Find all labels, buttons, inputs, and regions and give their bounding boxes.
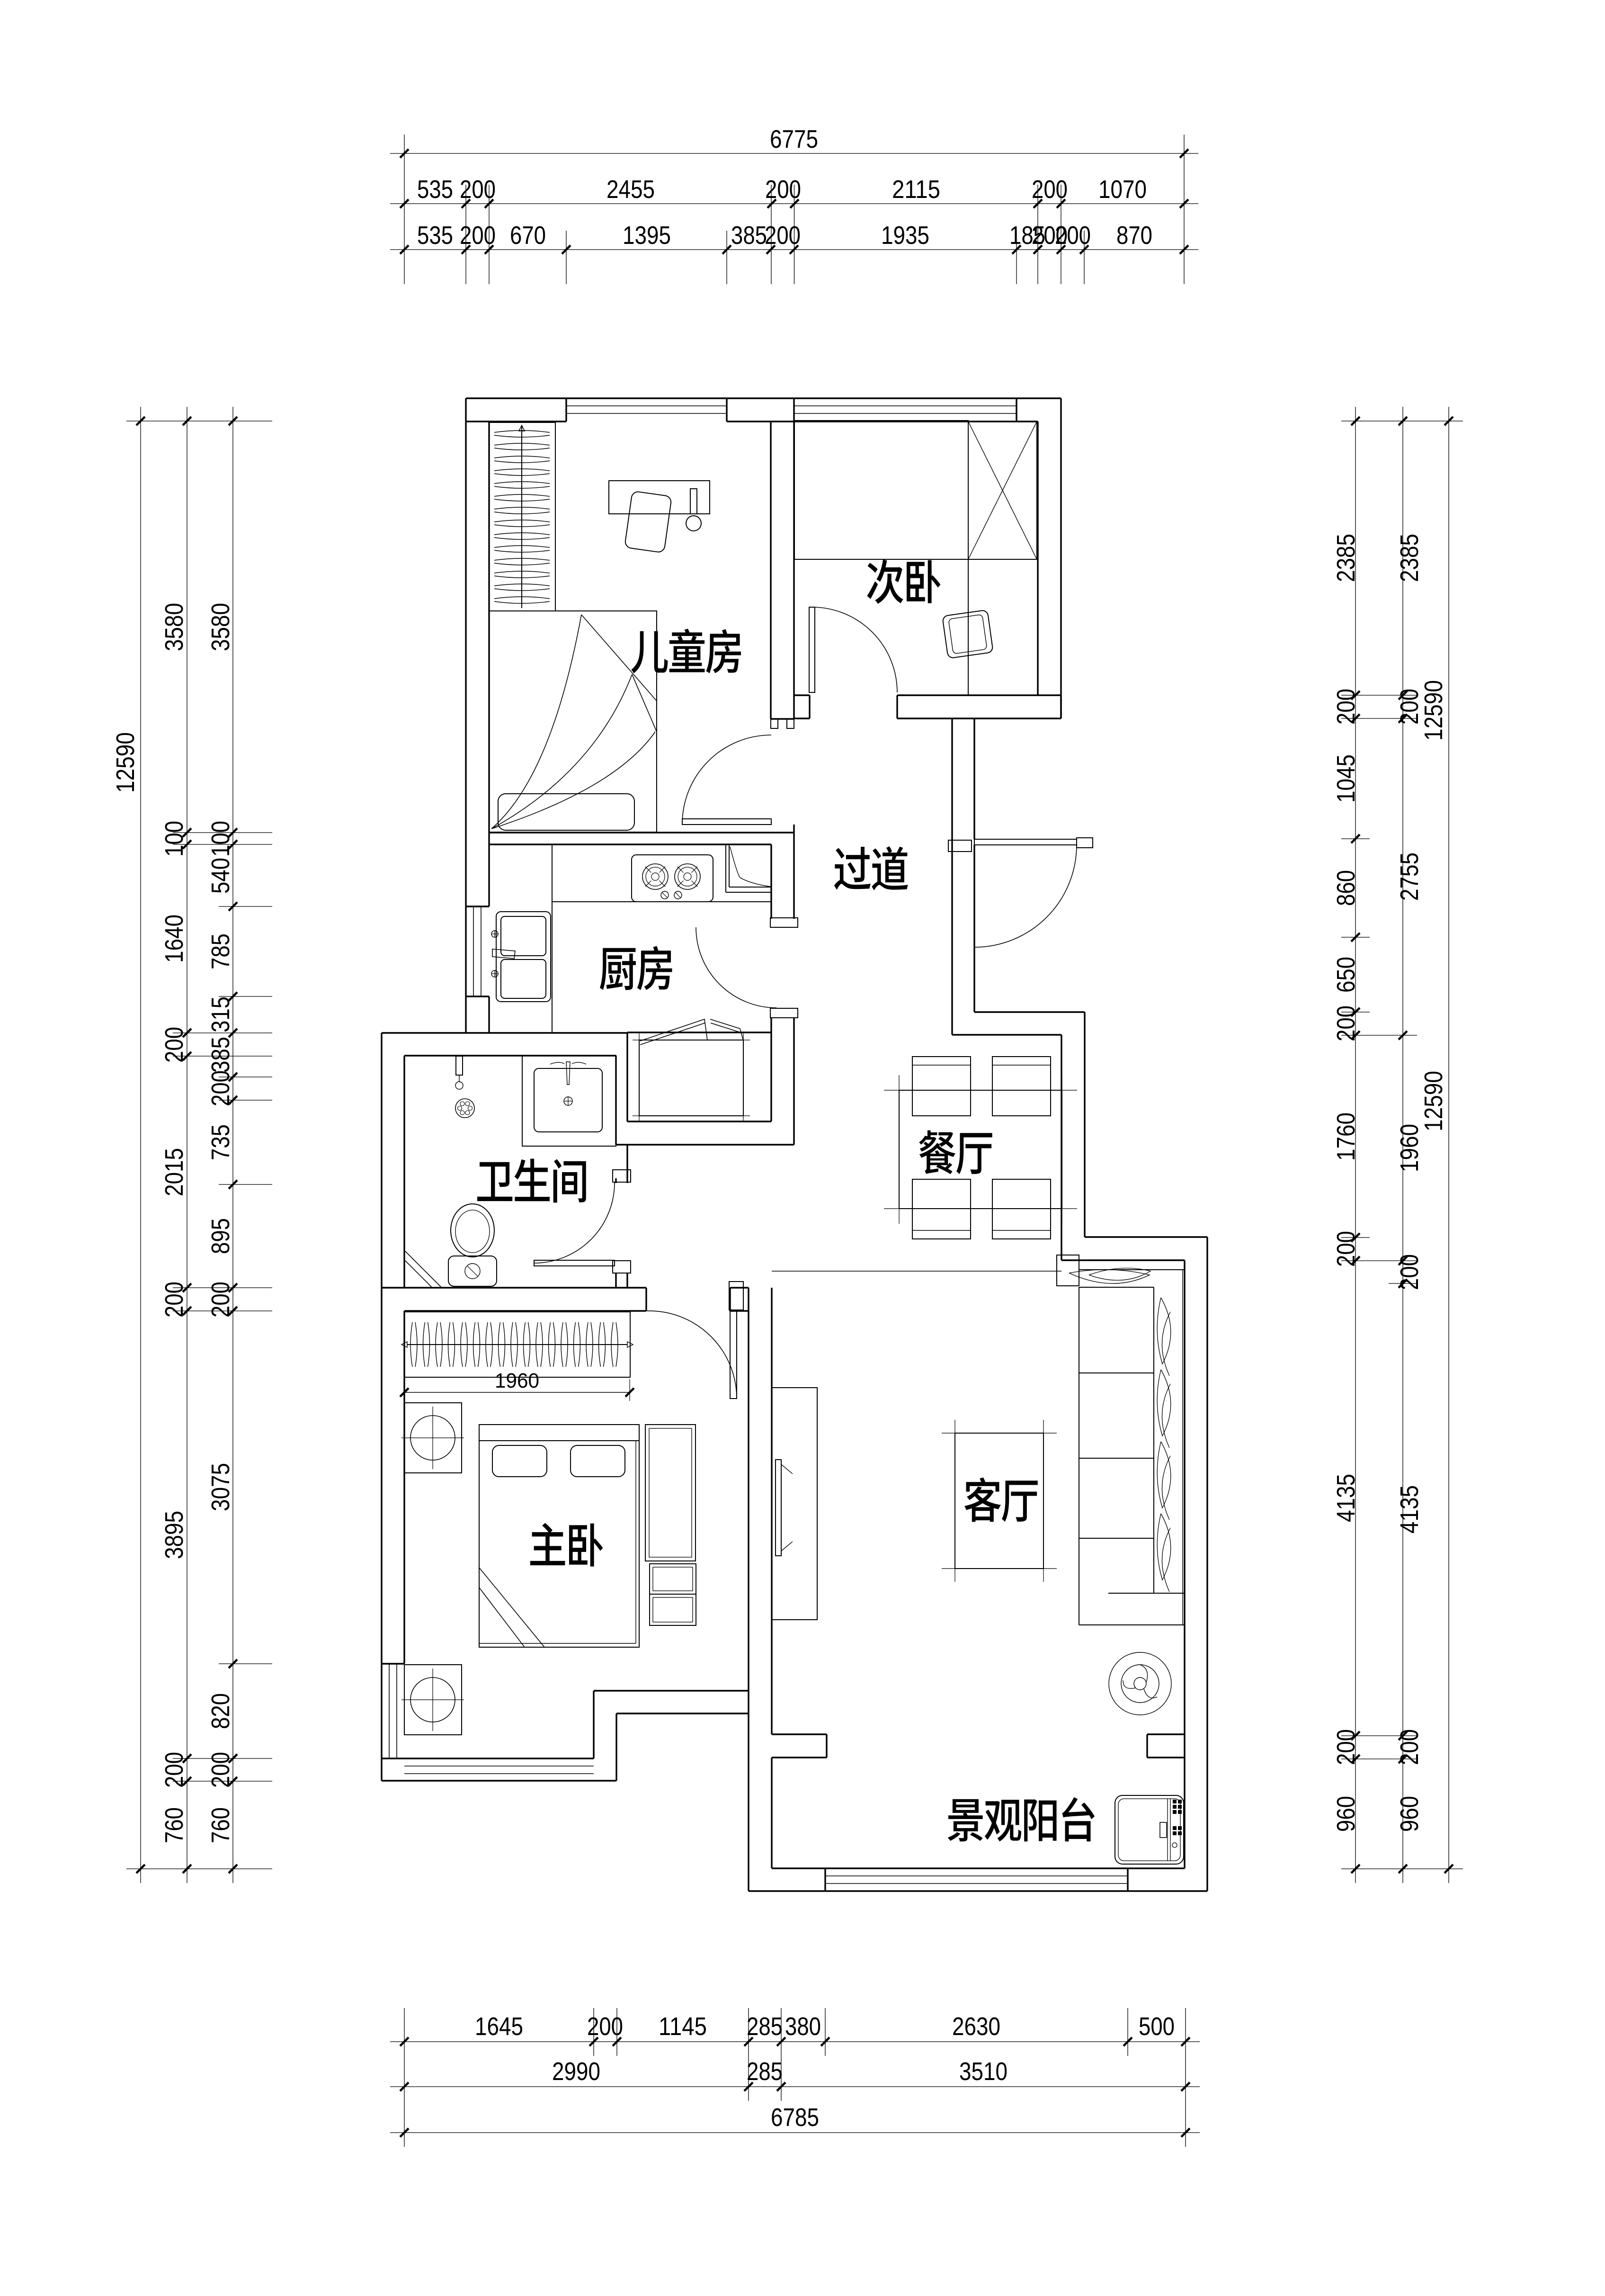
- svg-text:315: 315: [206, 996, 235, 1032]
- svg-text:200: 200: [206, 1070, 235, 1106]
- svg-text:200: 200: [1332, 1729, 1360, 1765]
- svg-text:200: 200: [206, 1752, 235, 1788]
- svg-text:1645: 1645: [475, 2012, 523, 2041]
- svg-text:785: 785: [206, 933, 235, 969]
- svg-text:860: 860: [1332, 870, 1360, 906]
- svg-text:200: 200: [587, 2012, 623, 2041]
- svg-text:200: 200: [160, 1027, 188, 1063]
- svg-text:200: 200: [765, 221, 801, 250]
- svg-text:2630: 2630: [952, 2012, 1000, 2041]
- svg-text:12590: 12590: [111, 732, 140, 793]
- svg-text:200: 200: [206, 1282, 235, 1318]
- svg-text:1640: 1640: [160, 915, 188, 963]
- svg-text:535: 535: [417, 175, 453, 204]
- svg-text:500: 500: [1139, 2012, 1175, 2041]
- svg-text:200: 200: [1332, 1231, 1360, 1267]
- svg-text:2755: 2755: [1395, 852, 1424, 901]
- svg-text:385: 385: [731, 221, 767, 250]
- svg-text:385: 385: [206, 1037, 235, 1073]
- svg-text:3895: 3895: [160, 1511, 188, 1559]
- svg-text:1960: 1960: [495, 1369, 539, 1392]
- svg-text:200: 200: [1395, 1254, 1424, 1290]
- svg-text:2115: 2115: [892, 175, 940, 204]
- svg-text:200: 200: [765, 175, 801, 204]
- svg-text:760: 760: [160, 1807, 188, 1843]
- svg-text:1395: 1395: [623, 221, 671, 250]
- svg-text:12590: 12590: [1419, 680, 1448, 741]
- svg-text:2990: 2990: [552, 2057, 600, 2086]
- svg-text:200: 200: [460, 221, 496, 250]
- svg-text:870: 870: [1116, 221, 1152, 250]
- svg-text:285: 285: [747, 2057, 783, 2086]
- svg-text:960: 960: [1332, 1796, 1360, 1832]
- svg-text:1960: 1960: [1395, 1124, 1424, 1172]
- svg-text:2015: 2015: [160, 1148, 188, 1196]
- svg-text:200: 200: [1395, 1729, 1424, 1765]
- svg-text:820: 820: [206, 1693, 235, 1729]
- svg-text:1935: 1935: [881, 221, 929, 250]
- svg-text:200: 200: [160, 1282, 188, 1318]
- svg-text:1760: 1760: [1332, 1112, 1360, 1161]
- svg-text:960: 960: [1395, 1796, 1424, 1832]
- svg-text:2385: 2385: [1332, 534, 1360, 582]
- svg-text:3580: 3580: [206, 603, 235, 651]
- svg-text:380: 380: [785, 2012, 821, 2041]
- svg-text:2385: 2385: [1395, 534, 1424, 582]
- svg-text:650: 650: [1332, 957, 1360, 993]
- svg-text:670: 670: [510, 221, 546, 250]
- svg-text:200: 200: [1055, 221, 1091, 250]
- svg-text:1045: 1045: [1332, 754, 1360, 803]
- svg-text:200: 200: [1332, 1005, 1360, 1041]
- svg-text:100: 100: [206, 821, 235, 857]
- svg-text:4135: 4135: [1332, 1474, 1360, 1522]
- svg-text:185: 185: [1009, 221, 1045, 250]
- svg-text:200: 200: [1395, 689, 1424, 725]
- svg-text:1145: 1145: [659, 2012, 707, 2041]
- svg-text:3075: 3075: [206, 1463, 235, 1511]
- svg-text:735: 735: [206, 1124, 235, 1160]
- svg-text:200: 200: [1032, 175, 1068, 204]
- svg-text:540: 540: [206, 858, 235, 894]
- svg-text:3580: 3580: [160, 603, 188, 651]
- svg-text:6775: 6775: [770, 125, 818, 153]
- svg-text:4135: 4135: [1395, 1485, 1424, 1534]
- svg-text:200: 200: [460, 175, 496, 204]
- svg-text:200: 200: [160, 1752, 188, 1788]
- svg-text:285: 285: [747, 2012, 783, 2041]
- svg-text:3510: 3510: [959, 2057, 1008, 2086]
- svg-text:2455: 2455: [606, 175, 655, 204]
- svg-text:12590: 12590: [1419, 1071, 1448, 1131]
- svg-text:760: 760: [206, 1807, 235, 1843]
- svg-text:895: 895: [206, 1218, 235, 1254]
- svg-text:535: 535: [417, 221, 453, 250]
- svg-text:1070: 1070: [1098, 175, 1147, 204]
- svg-text:200: 200: [1032, 221, 1068, 250]
- svg-text:100: 100: [160, 821, 188, 857]
- svg-text:200: 200: [1332, 689, 1360, 725]
- svg-text:6785: 6785: [771, 2103, 819, 2132]
